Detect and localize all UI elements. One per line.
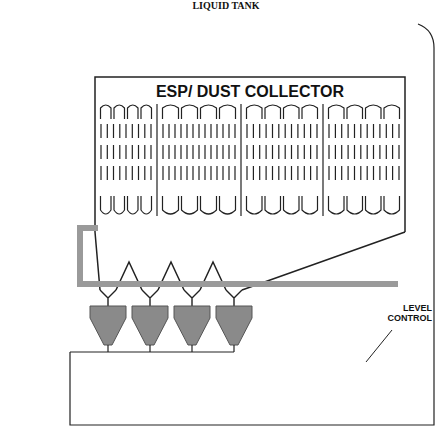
hopper-tank [174,306,210,345]
return-line [70,24,434,425]
collector-housing [95,77,405,232]
drain-pipe [191,345,192,352]
drain-header [70,351,234,352]
flush-pipe [80,228,398,284]
collector-box: ESP/ DUST COLLECTOR [95,77,405,232]
box-title: ESP/ DUST COLLECTOR [152,77,348,101]
drain-pipe [149,345,150,352]
tank-label: LIQUID TANK [191,0,260,12]
drain-pipe [233,345,234,352]
collecting-plates [101,104,400,216]
spray-nozzle [100,290,116,306]
drain-pipe [107,345,108,352]
spray-nozzle [184,290,200,306]
hopper-tank [216,306,252,345]
electrode-strokes [101,104,400,216]
hopper-tank [132,306,168,345]
leader-line [366,330,392,362]
spray-nozzle [142,290,158,306]
hoppers [70,290,252,352]
level-control-label: LEVEL CONTROL [371,303,433,324]
hopper-tank [90,306,126,345]
spray-nozzle [226,290,242,306]
